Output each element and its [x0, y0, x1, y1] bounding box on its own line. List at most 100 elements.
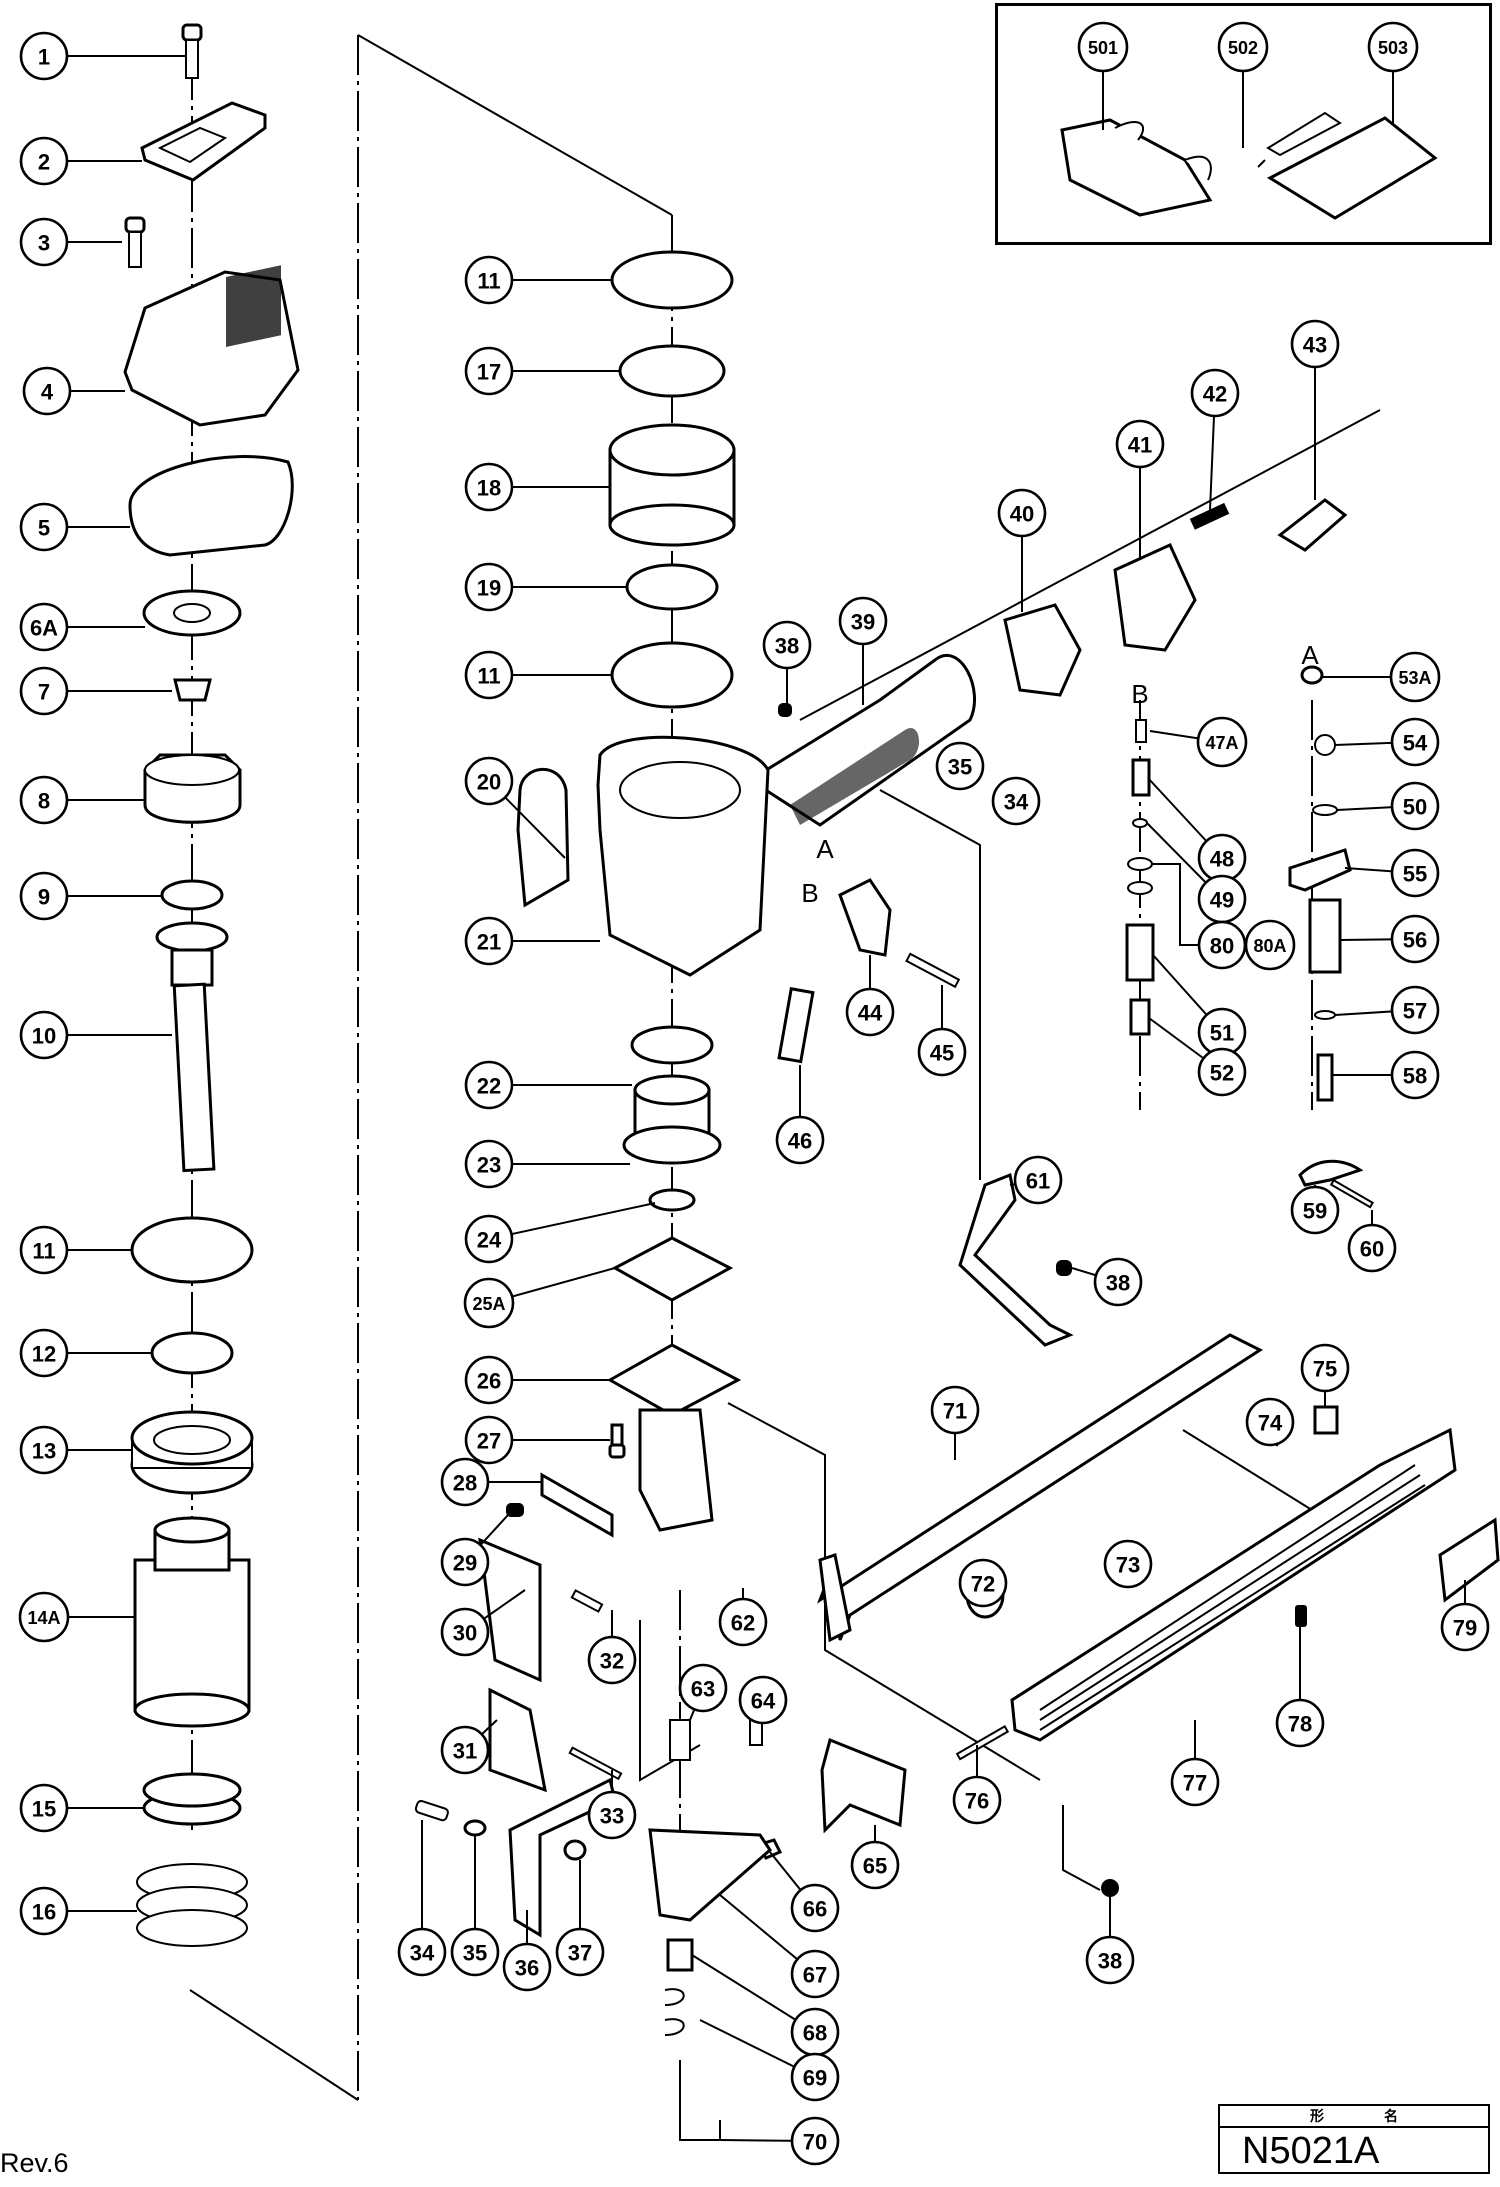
callout-circle — [1275, 1698, 1325, 1748]
callout-57: 57 — [1334, 985, 1440, 1035]
callout-56: 56 — [1339, 914, 1440, 964]
callout-circle — [464, 255, 514, 305]
callout-layer: 123456A7891011121314A1516111718191120212… — [18, 21, 1490, 2166]
part-18-top-cylinder-ring — [608, 423, 736, 547]
callout-label: 29 — [453, 1551, 477, 1576]
callout-circle — [1390, 985, 1440, 1035]
callout-circle — [1103, 1539, 1153, 1589]
callout-circle — [1389, 651, 1441, 703]
callout-30: 30 — [440, 1589, 526, 1657]
part-43-plug — [1277, 498, 1348, 552]
ref-letter-a-body: A — [816, 834, 834, 864]
callout-label: 11 — [477, 269, 500, 294]
callout-label: 28 — [453, 1471, 477, 1496]
callout-circle — [464, 1060, 514, 1110]
callout-circle — [738, 1675, 788, 1725]
callout-label: 78 — [1288, 1712, 1312, 1737]
callout-label: 11 — [477, 664, 500, 689]
title-block-header: 形 名 — [1220, 2106, 1488, 2128]
callout-40: 40 — [997, 488, 1047, 612]
callout-label: 51 — [1210, 1021, 1234, 1046]
callout-label: 40 — [1010, 502, 1034, 527]
part-80-o-ring-1 — [1127, 857, 1153, 871]
callout-37: 37 — [555, 1860, 605, 1977]
callout-label: 2 — [38, 150, 50, 175]
callout-label: 4 — [41, 380, 54, 405]
callout-label: 49 — [1210, 888, 1234, 913]
callout-circle — [1390, 717, 1440, 767]
callout-circle — [762, 620, 812, 670]
boundary-line-top — [357, 34, 673, 216]
callout-33: 33 — [587, 1770, 637, 1840]
callout-label: 59 — [1303, 1199, 1327, 1224]
callout-circle — [440, 1725, 490, 1775]
part-37-nut — [563, 1839, 587, 1861]
part-11-ring-mid — [610, 641, 734, 709]
part-75-plate — [1313, 1405, 1339, 1435]
callout-34: 34 — [397, 1820, 447, 1977]
callout-label: 35 — [948, 755, 972, 780]
callout-circle — [19, 666, 69, 716]
callout-circle — [838, 596, 888, 646]
callout-42: 42 — [1190, 368, 1240, 511]
part-26-nose — [606, 1343, 742, 1532]
callout-label: 503 — [1378, 38, 1408, 58]
callout-label: 68 — [803, 2021, 827, 2046]
callout-75: 75 — [1300, 1343, 1350, 1407]
callout-label: 9 — [38, 885, 50, 910]
handle-to-bracket-line — [879, 789, 981, 1180]
callout-62: 62 — [718, 1588, 768, 1647]
callout-label: 72 — [971, 1572, 995, 1597]
callout-circle — [555, 1927, 605, 1977]
callout-circle — [19, 1328, 69, 1378]
part-27-bolt — [608, 1423, 626, 1459]
callout-35: 35 — [450, 1835, 500, 1977]
part-12-o-ring — [150, 1331, 234, 1375]
callout-circle — [19, 775, 69, 825]
callout-26: 26 — [464, 1355, 610, 1405]
callout-circle — [1367, 21, 1419, 73]
part-59-trigger — [1298, 1159, 1364, 1187]
callout-circle — [678, 1663, 728, 1713]
callout-circle — [463, 1277, 515, 1329]
callout-label: 37 — [568, 1941, 592, 1966]
callout-label: 13 — [32, 1439, 56, 1464]
callout-15: 15 — [19, 1783, 144, 1833]
callout-label: 502 — [1228, 38, 1258, 58]
title-block: 形 名 N5021A — [1218, 2104, 1490, 2174]
callout-circle — [18, 1591, 70, 1643]
callout-39: 39 — [838, 596, 888, 705]
callout-circle — [1093, 1257, 1143, 1307]
callout-label: 35 — [463, 1941, 487, 1966]
part-56-valve-body — [1308, 898, 1342, 974]
callout-label: 80 — [1210, 934, 1234, 959]
callout-circle — [464, 916, 514, 966]
part-39-handle — [747, 653, 976, 827]
callout-label: 41 — [1128, 433, 1152, 458]
callout-label: 31 — [453, 1739, 477, 1764]
callout-label: 14A — [27, 1608, 60, 1628]
callout-label: 73 — [1116, 1553, 1140, 1578]
callout-32: 32 — [587, 1610, 637, 1685]
magazine-nut-line — [1062, 1805, 1101, 1891]
callout-circle — [464, 650, 514, 700]
callout-28: 28 — [440, 1457, 542, 1507]
part-60-pin — [1329, 1178, 1375, 1209]
callout-label: 50 — [1403, 795, 1427, 820]
callout-72: 72 — [958, 1558, 1008, 1608]
part-55-plate — [1288, 848, 1352, 892]
part-10-driver — [155, 921, 229, 1173]
callout-circle — [845, 987, 895, 1037]
callout-12: 12 — [19, 1328, 152, 1378]
callout-41: 41 — [1115, 419, 1165, 560]
callout-label: 6A — [30, 616, 58, 641]
callout-label: 16 — [32, 1900, 56, 1925]
callout-label: 12 — [32, 1342, 56, 1367]
callout-label: 38 — [1098, 1949, 1122, 1974]
part-drawings — [123, 23, 1500, 2141]
callout-label: 17 — [477, 360, 501, 385]
callout-circle — [1390, 848, 1440, 898]
callout-label: 38 — [1106, 1271, 1130, 1296]
part-38-nut-b — [1056, 1260, 1072, 1276]
